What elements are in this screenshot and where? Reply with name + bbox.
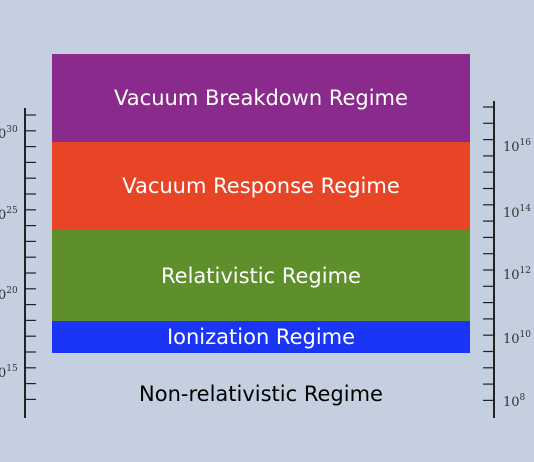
relativistic-label: Relativistic Regime: [161, 263, 361, 288]
relativistic-band: Relativistic Regime: [52, 230, 470, 321]
left-axis: 030 025 020 015: [0, 108, 36, 418]
right-axis-tick-label: 1016: [503, 138, 531, 155]
left-axis-tick-label: 030: [0, 125, 18, 142]
vacuum-breakdown-label: Vacuum Breakdown Regime: [114, 86, 408, 110]
right-axis-tick-label: 1014: [503, 204, 531, 221]
ionization-band: Ionization Regime: [52, 321, 470, 353]
vacuum-breakdown-band: Vacuum Breakdown Regime: [52, 54, 470, 142]
right-axis-tick-label: 1012: [503, 266, 531, 283]
right-axis-tick-label: 1010: [503, 330, 531, 347]
non-relativistic-label: Non-relativistic Regime: [139, 382, 383, 406]
vacuum-response-label: Vacuum Response Regime: [122, 174, 400, 198]
ionization-label: Ionization Regime: [166, 325, 356, 349]
left-axis-tick-label: 015: [0, 364, 18, 381]
right-axis-tick-label: 108: [503, 393, 526, 410]
non-relativistic-region: Non-relativistic Regime: [52, 376, 470, 412]
left-axis-tick-label: 025: [0, 206, 18, 223]
left-axis-tick-label: 020: [0, 286, 18, 303]
vacuum-response-band: Vacuum Response Regime: [52, 142, 470, 230]
right-axis: 1016 1014 1012 1010 108: [483, 101, 531, 418]
